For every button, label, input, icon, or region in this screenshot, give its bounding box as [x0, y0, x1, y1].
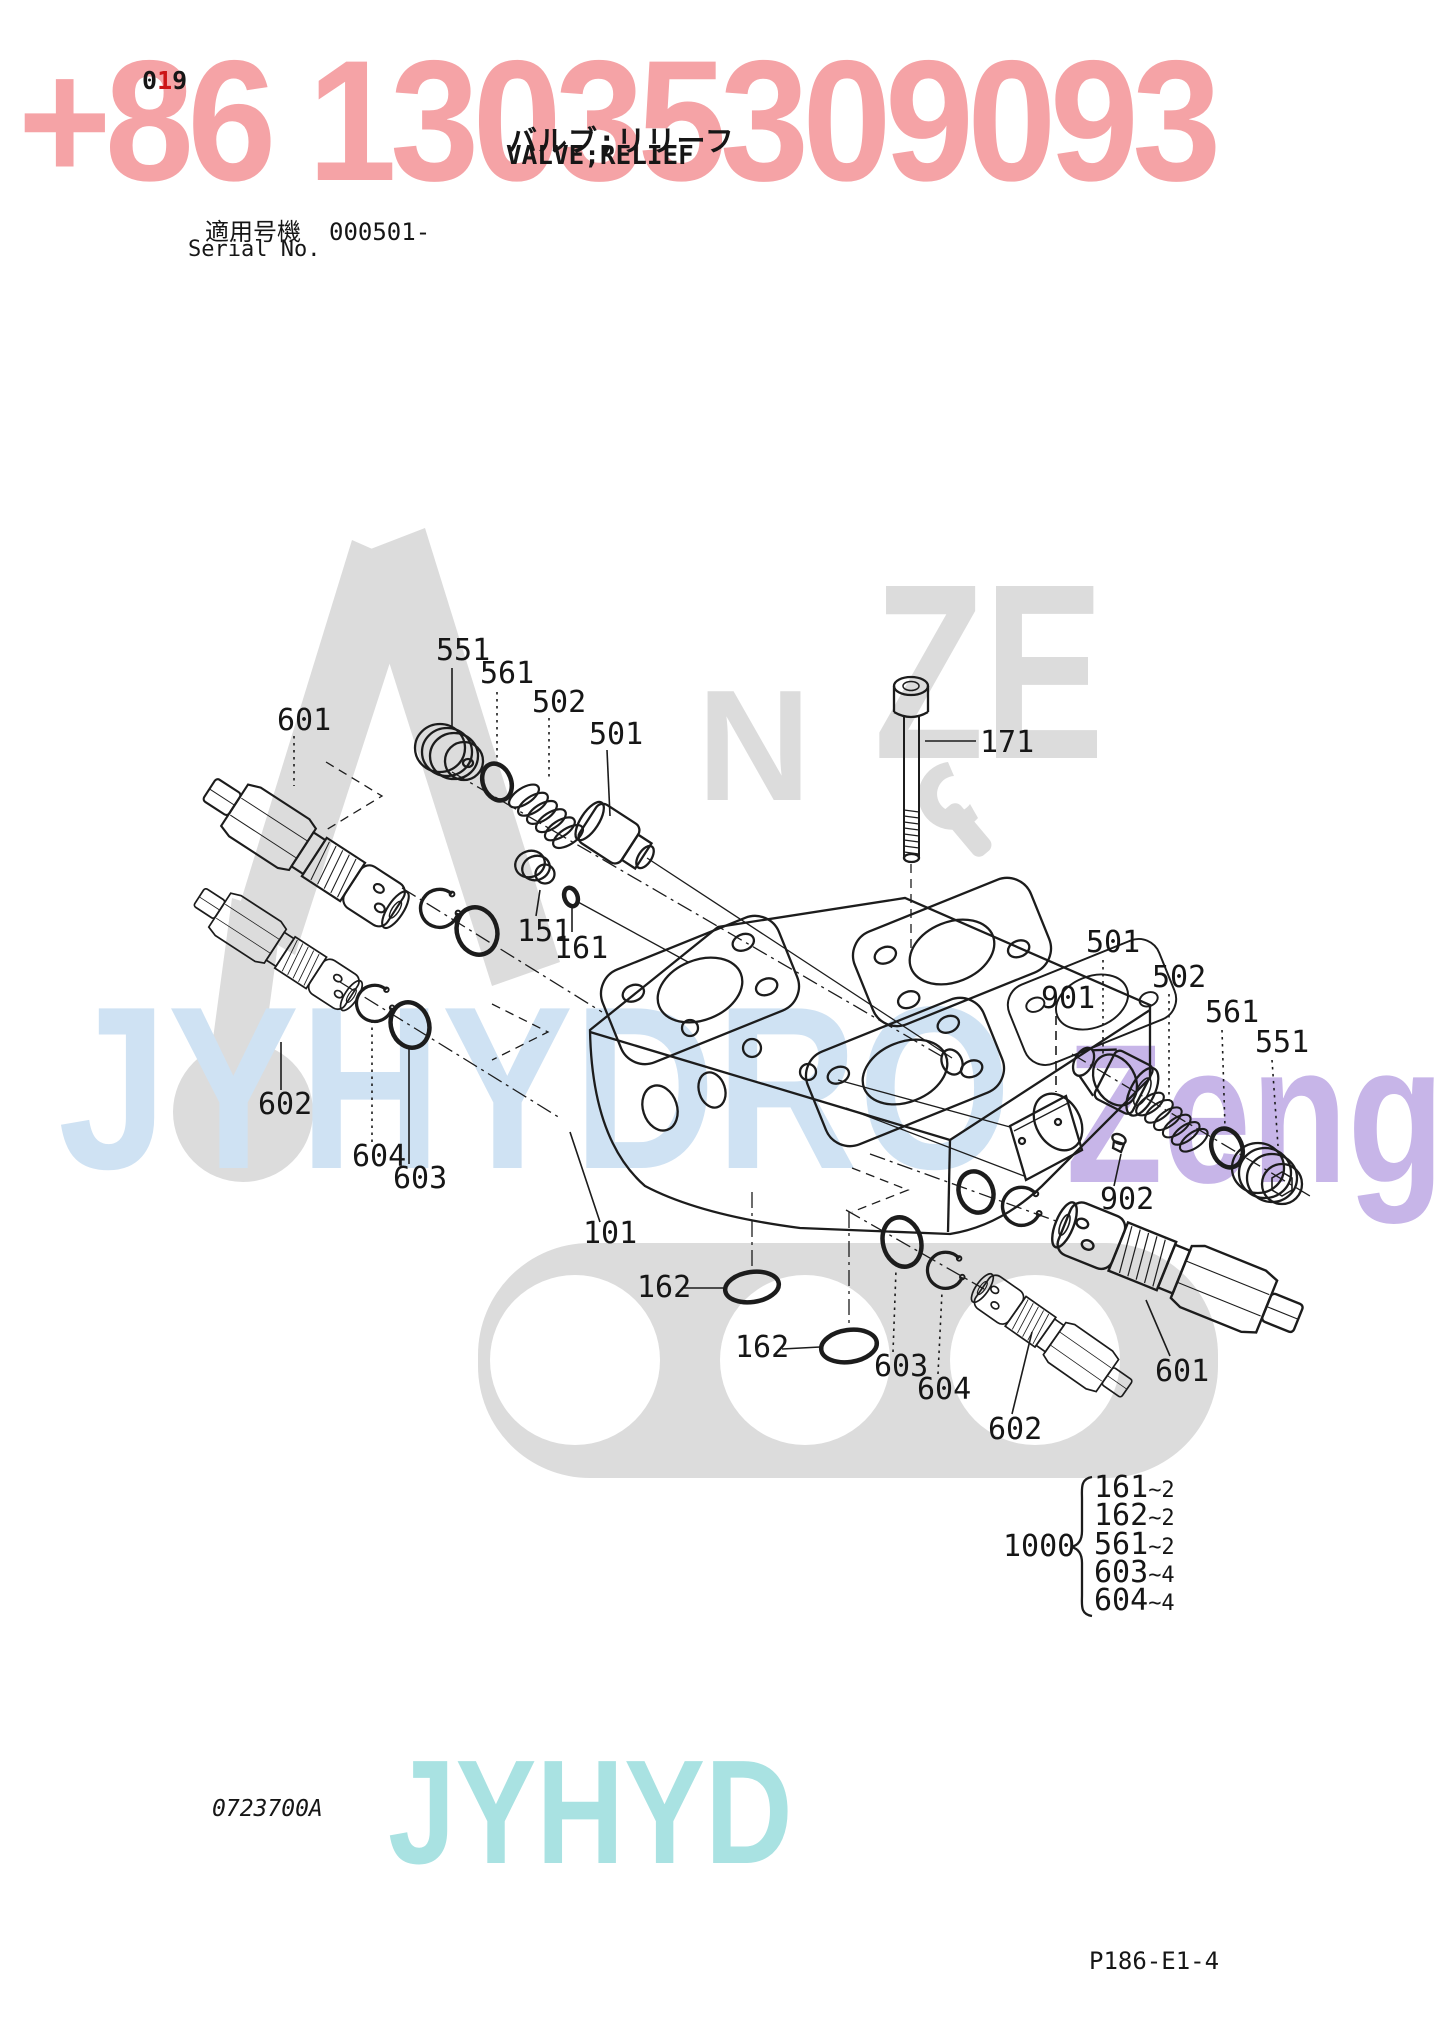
part-label-171: 171 [980, 725, 1034, 760]
part-label-502-r: 502 [1152, 960, 1206, 995]
plug-551-right [1230, 1141, 1304, 1206]
group-item: 162~2 [1094, 1498, 1175, 1533]
title-japanese: バルブ;リリーフ [508, 124, 735, 158]
valve-body [588, 876, 1178, 1236]
track-hole [720, 1275, 890, 1445]
valve-line-art [185, 668, 1312, 1415]
title-english: VALVE;RELIEF [506, 141, 694, 171]
plate-901 [1008, 1094, 1084, 1182]
part-label-561: 561 [480, 656, 534, 691]
o-ring-561-left [479, 761, 515, 803]
poppet-501-left [574, 800, 655, 871]
plug-151 [514, 849, 556, 885]
part-label-501-r: 501 [1086, 925, 1140, 960]
part-label-161: 161 [554, 931, 608, 966]
part-label-501: 501 [589, 717, 643, 752]
part-label-162-b: 162 [735, 1330, 789, 1365]
part-label-551: 551 [436, 633, 490, 668]
part-label-162-a: 162 [637, 1270, 691, 1305]
snap-ring-604-a [418, 887, 463, 930]
page-number-digit: 0 [142, 66, 158, 95]
page-number-digit-red: 1 [157, 66, 173, 95]
drawing-code: 0723700A [212, 1796, 323, 1822]
part-label-601: 601 [277, 703, 331, 738]
page-number: 019 [142, 66, 187, 95]
o-ring-162-b [818, 1327, 880, 1365]
plug-551-left [413, 722, 485, 782]
phone-watermark: +86 13035309093 [18, 25, 1221, 217]
center-axes [339, 771, 1311, 1330]
o-ring-603-b [388, 1000, 432, 1050]
leader-lines [280, 668, 1279, 1415]
pin-902 [1111, 1132, 1127, 1154]
part-label-602: 602 [258, 1087, 312, 1122]
part-label-561-r: 561 [1205, 995, 1259, 1030]
part-label-551-r: 551 [1255, 1025, 1309, 1060]
part-label-502: 502 [532, 685, 586, 720]
part-label-602-r: 602 [988, 1412, 1042, 1447]
sleeve-501-right [1071, 1046, 1160, 1117]
track-hole [490, 1275, 660, 1445]
o-ring-162-a [722, 1269, 782, 1305]
part-labels: 551 561 502 501 601 151 161 602 604 603 … [258, 633, 1309, 1447]
page-number-digit: 9 [172, 66, 188, 95]
serial-row: 適用号機 000501- [205, 212, 430, 247]
group-item: 603~4 [1094, 1555, 1175, 1590]
part-label-151: 151 [517, 914, 571, 949]
part-label-603: 603 [393, 1161, 447, 1196]
part-label-603-r: 603 [874, 1349, 928, 1384]
group-item: 561~2 [1094, 1527, 1175, 1562]
o-ring-603-c [956, 1169, 996, 1215]
part-label-601-r: 601 [1155, 1354, 1209, 1389]
zen-watermark-bottom: N [697, 658, 811, 834]
part-label-604: 604 [352, 1139, 406, 1174]
assembly-group-1000: 1000 161~2 162~2 561~2 603~4 604~4 [1003, 1470, 1175, 1618]
zen-watermark-top: ZE [874, 533, 1104, 812]
serial-label-jp: 適用号機 [205, 218, 301, 246]
group-item: 604~4 [1094, 1583, 1175, 1618]
group-item: 161~2 [1094, 1470, 1175, 1505]
jyhyd-watermark: JYHYD [388, 1730, 793, 1895]
group-brace [1070, 1475, 1093, 1618]
chevron-breaks [325, 761, 910, 1213]
bolt-171 [892, 675, 930, 864]
part-label-604-r: 604 [917, 1372, 971, 1407]
serial-label-en: Serial No. [188, 237, 321, 262]
page-code: P186-E1-4 [1089, 1947, 1220, 1975]
part-label-101: 101 [583, 1216, 637, 1251]
o-ring-561-right [1208, 1126, 1246, 1170]
o-ring-603-d [880, 1215, 924, 1269]
part-label-901: 901 [1041, 981, 1095, 1016]
o-ring-603-a [454, 905, 500, 957]
o-ring-161 [561, 885, 581, 909]
part-label-902: 902 [1100, 1182, 1154, 1217]
serial-value: 000501- [329, 218, 431, 246]
jyhydro-watermark: JYHYDRO [58, 958, 1011, 1218]
track-hole [950, 1275, 1120, 1445]
group-label: 1000 [1003, 1529, 1075, 1564]
